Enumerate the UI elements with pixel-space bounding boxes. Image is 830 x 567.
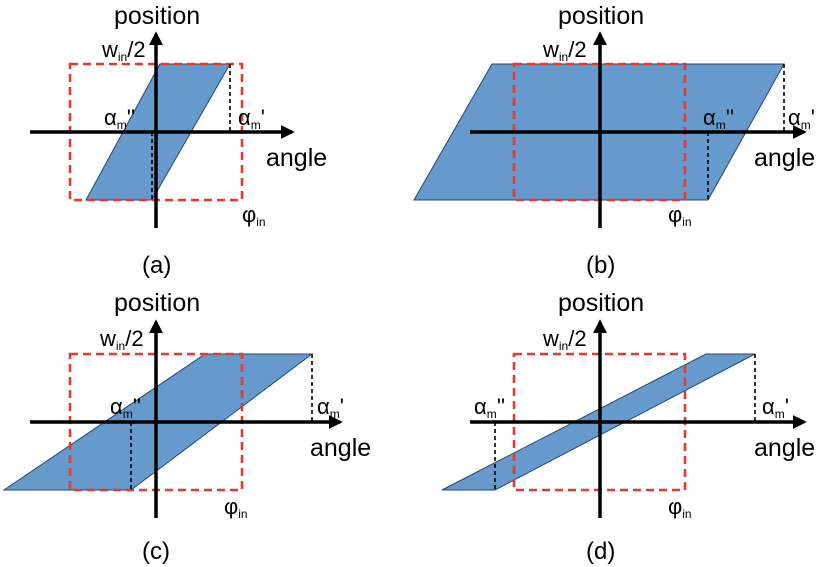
position-label: position [558, 289, 644, 317]
panel-a: position win/2 αm'' αm' angle φin (a) [30, 2, 327, 279]
angle-label: angle [266, 144, 327, 172]
panel-caption: (b) [586, 252, 615, 279]
position-label: position [558, 2, 644, 30]
angle-label: angle [754, 144, 815, 172]
phi-in-label: φin [668, 202, 692, 229]
angle-label: angle [754, 434, 815, 462]
w-in-half-label: win/2 [542, 37, 587, 64]
panel-caption: (d) [586, 538, 615, 565]
phi-in-label: φin [224, 494, 248, 521]
position-label: position [114, 2, 200, 30]
panel-caption: (c) [142, 538, 170, 565]
alpha-prime-label: αm' [317, 394, 344, 421]
alpha-prime-label: αm' [238, 105, 265, 132]
panel-b: position win/2 αm'' αm' angle φin (b) [413, 2, 815, 279]
alpha-dprime-label: αm'' [474, 394, 505, 421]
alpha-prime-label: αm' [762, 394, 789, 421]
phi-in-label: φin [668, 494, 692, 521]
w-in-half-label: win/2 [542, 326, 587, 353]
phi-in-label: φin [242, 202, 266, 229]
alpha-dprime-label: αm'' [110, 394, 141, 421]
panel-caption: (a) [142, 252, 171, 279]
w-in-half-label: win/2 [99, 326, 144, 353]
alpha-prime-label: αm' [788, 105, 815, 132]
alpha-dprime-label: αm'' [104, 105, 135, 132]
alpha-dprime-label: αm'' [703, 105, 734, 132]
angle-label: angle [310, 434, 371, 462]
position-label: position [114, 289, 200, 317]
panel-c: position win/2 αm'' αm' angle φin (c) [2, 289, 371, 565]
panel-d: position win/2 αm'' αm' angle φin (d) [441, 289, 815, 565]
w-in-half-label: win/2 [101, 37, 146, 64]
